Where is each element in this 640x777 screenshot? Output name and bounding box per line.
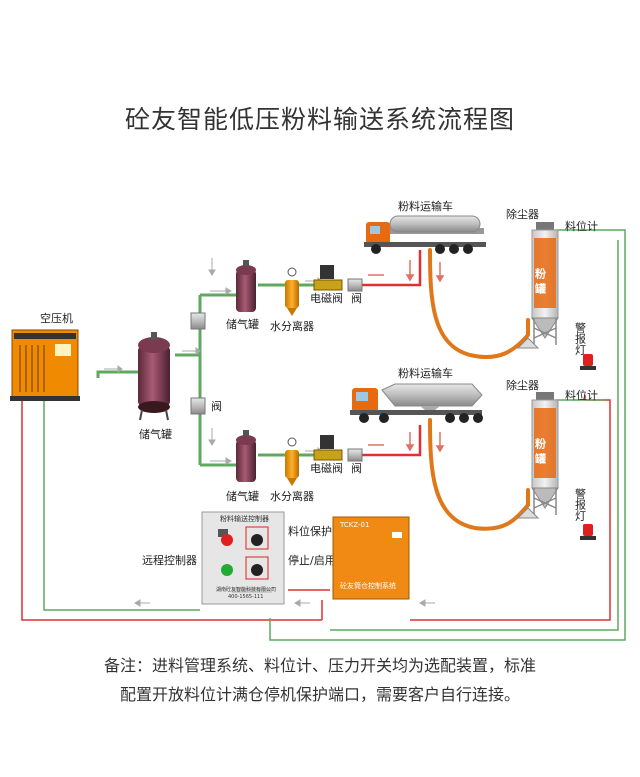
silo-top-text: 粉罐 [534,267,548,298]
solenoid-bottom [313,435,343,461]
truck-bottom-label: 粉料运输车 [398,366,453,380]
separator-top [285,267,299,316]
air-compressor [10,329,80,401]
tank-bottom-label: 储气罐 [226,489,259,503]
silo-bottom [516,392,559,519]
page-title: 砼友智能低压粉料输送系统流程图 [124,105,515,134]
separator-bottom-label: 水分离器 [270,489,314,503]
alarm-light-top [580,354,596,370]
level-meter-bottom-label: 料位计 [565,388,598,402]
main-air-tank [138,332,170,421]
separator-top-label: 水分离器 [270,319,314,333]
valve-top [347,278,363,292]
compressor-label: 空压机 [40,311,73,325]
alarm-top-label: 警报灯 [574,321,587,355]
solenoid-top-label: 电磁阀 [310,291,343,305]
remote-start-stop-knob[interactable] [251,564,263,576]
control-cabinet [332,516,410,600]
remote-red-button[interactable] [221,534,233,546]
main-tank-label: 储气罐 [139,427,172,441]
remote-company: 湖南砼友智能科技有限公司 [216,586,276,593]
cabinet-code: TCKZ-01 [339,521,369,529]
remote-btn1-label: 料位保护 [288,524,332,538]
manifold-valve-bottom [190,397,206,415]
silo-top [516,222,559,349]
remote-label: 远程控制器 [142,553,197,567]
alarm-bottom-label: 警报灯 [574,487,587,521]
dust-collector-top-label: 除尘器 [506,207,539,221]
cabinet-name: 砼友筒仓控制系统 [340,581,396,590]
separator-bottom [285,437,299,486]
remote-level-protect-knob[interactable] [251,534,263,546]
valve-bottom [347,448,363,462]
solenoid-bottom-label: 电磁阀 [310,461,343,475]
tank-top-label: 储气罐 [226,317,259,331]
level-meter-top-label: 料位计 [565,219,598,233]
remote-panel-title: 粉料输送控制器 [220,514,269,523]
remote-phone: 400-1565-111 [228,594,263,600]
manifold-valve-top [190,312,206,330]
solenoid-top [313,265,343,291]
remote-green-button[interactable] [221,564,233,576]
truck-top [364,215,486,254]
note-line-2: 配置开放料位计满仓停机保护端口，需要客户自行连接。 [119,685,520,704]
truck-bottom [350,383,483,423]
air-pipes [96,283,320,467]
remote-btn2-label: 停止/启用 [288,553,336,567]
tank-bottom [236,430,256,482]
note-line-1: 备注：进料管理系统、料位计、压力开关均为选配装置，标准 [103,656,536,675]
truck-top-label: 粉料运输车 [398,199,453,213]
valve-top-label: 阀 [351,291,362,305]
remote-controller [201,511,285,605]
manifold-valve-label: 阀 [211,399,222,413]
silo-bottom-text: 粉罐 [534,437,548,468]
alarm-light-bottom [580,524,596,540]
dust-collector-bottom-label: 除尘器 [506,378,539,392]
tank-top [236,260,256,312]
valve-bottom-label: 阀 [351,461,362,475]
